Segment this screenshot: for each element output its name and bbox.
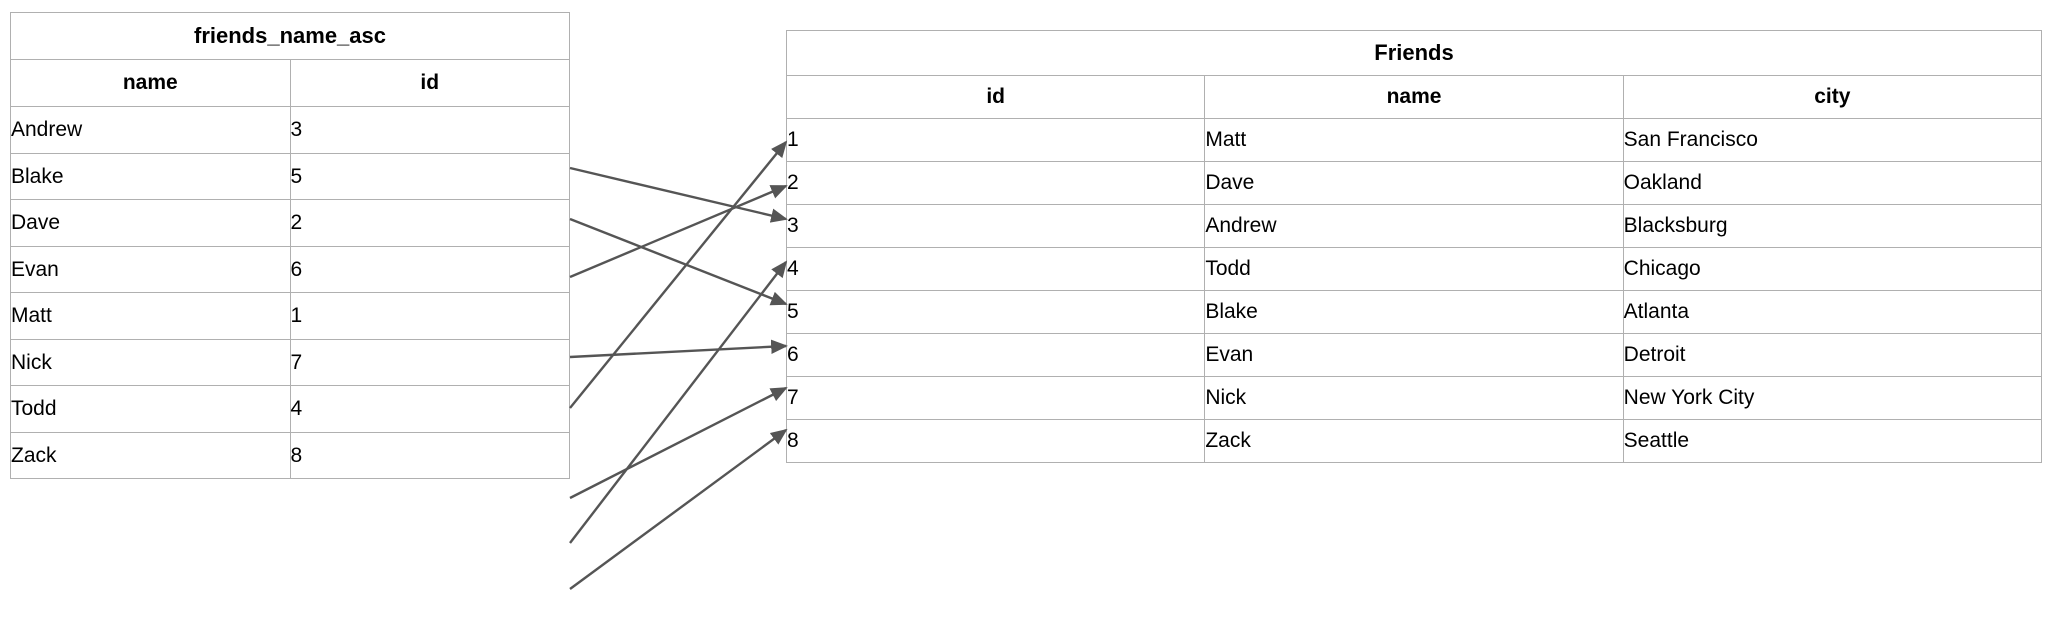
mapping-arrow-matt-to-id-1 — [569, 140, 788, 409]
left-table-title: friends_name_asc — [10, 12, 570, 60]
left-cell-id: 6 — [289, 245, 570, 293]
left-cell-id: 8 — [289, 431, 570, 479]
left-cell-name: Nick — [10, 338, 291, 386]
left-cell-name: Zack — [10, 431, 291, 479]
left-cell-id: 2 — [289, 199, 570, 247]
right-table-friends: Friends id name city 1 Matt San Francisc… — [785, 30, 2043, 463]
right-cell-city: San Francisco — [1622, 118, 2043, 162]
right-table-column-header-id[interactable]: id — [785, 75, 1206, 119]
left-table-column-header-id[interactable]: id — [289, 59, 570, 107]
left-table-header-row: name id — [10, 59, 570, 107]
left-table-column-header-name[interactable]: name — [10, 59, 291, 107]
left-cell-id: 1 — [289, 292, 570, 340]
right-cell-id: 3 — [785, 204, 1206, 248]
left-cell-name: Dave — [10, 199, 291, 247]
right-cell-city: New York City — [1622, 376, 2043, 420]
left-cell-id: 5 — [289, 152, 570, 200]
table-row: 3 Andrew Blacksburg — [785, 204, 2043, 248]
mapping-arrow-andrew-to-id-3 — [569, 166, 788, 223]
left-cell-name: Blake — [10, 152, 291, 200]
left-cell-id: 4 — [289, 385, 570, 433]
right-cell-id: 2 — [785, 161, 1206, 205]
table-row: 7 Nick New York City — [785, 376, 2043, 420]
table-row: Todd 4 — [10, 385, 570, 433]
left-cell-name: Evan — [10, 245, 291, 293]
mapping-arrow-zack-to-id-8 — [569, 428, 788, 590]
table-row: Matt 1 — [10, 292, 570, 340]
right-cell-name: Matt — [1204, 118, 1624, 162]
table-row: Nick 7 — [10, 338, 570, 386]
right-table-column-header-city[interactable]: city — [1622, 75, 2043, 119]
left-table-friends-name-asc: friends_name_asc name id Andrew 3 Blake … — [10, 12, 570, 479]
right-cell-id: 4 — [785, 247, 1206, 291]
right-cell-name: Nick — [1204, 376, 1624, 420]
right-cell-id: 7 — [785, 376, 1206, 420]
left-cell-id: 7 — [289, 338, 570, 386]
table-row: 5 Blake Atlanta — [785, 290, 2043, 334]
right-cell-id: 8 — [785, 419, 1206, 463]
right-table-column-header-name[interactable]: name — [1204, 75, 1624, 119]
table-row: Dave 2 — [10, 199, 570, 247]
right-table-title-row: Friends — [786, 30, 2042, 76]
right-cell-name: Andrew — [1204, 204, 1624, 248]
right-cell-city: Atlanta — [1622, 290, 2043, 334]
table-row: 1 Matt San Francisco — [785, 118, 2043, 162]
mapping-arrow-todd-to-id-4 — [569, 260, 788, 544]
table-row: 8 Zack Seattle — [785, 419, 2043, 463]
mapping-arrow-evan-to-id-6 — [569, 339, 788, 359]
mapping-arrow-nick-to-id-7 — [569, 386, 788, 500]
left-cell-name: Andrew — [10, 106, 291, 154]
table-row: Zack 8 — [10, 431, 570, 479]
table-row: 2 Dave Oakland — [785, 161, 2043, 205]
right-cell-id: 5 — [785, 290, 1206, 334]
right-cell-id: 6 — [785, 333, 1206, 377]
left-cell-name: Todd — [10, 385, 291, 433]
mapping-arrow-dave-to-id-2 — [569, 184, 788, 279]
mapping-arrows — [569, 140, 788, 590]
right-table-header-row: id name city — [785, 75, 2043, 119]
left-table-title-row: friends_name_asc — [10, 12, 570, 60]
right-cell-name: Zack — [1204, 419, 1624, 463]
right-cell-city: Detroit — [1622, 333, 2043, 377]
right-table-title: Friends — [786, 30, 2042, 76]
left-cell-id: 3 — [289, 106, 570, 154]
right-cell-city: Chicago — [1622, 247, 2043, 291]
table-row: 4 Todd Chicago — [785, 247, 2043, 291]
mapping-arrow-blake-to-id-5 — [569, 217, 788, 306]
right-cell-name: Evan — [1204, 333, 1624, 377]
table-row: 6 Evan Detroit — [785, 333, 2043, 377]
table-row: Andrew 3 — [10, 106, 570, 154]
right-cell-name: Dave — [1204, 161, 1624, 205]
table-row: Blake 5 — [10, 152, 570, 200]
right-cell-name: Todd — [1204, 247, 1624, 291]
right-cell-city: Blacksburg — [1622, 204, 2043, 248]
right-cell-city: Seattle — [1622, 419, 2043, 463]
left-cell-name: Matt — [10, 292, 291, 340]
right-cell-name: Blake — [1204, 290, 1624, 334]
right-cell-city: Oakland — [1622, 161, 2043, 205]
right-cell-id: 1 — [785, 118, 1206, 162]
table-row: Evan 6 — [10, 245, 570, 293]
